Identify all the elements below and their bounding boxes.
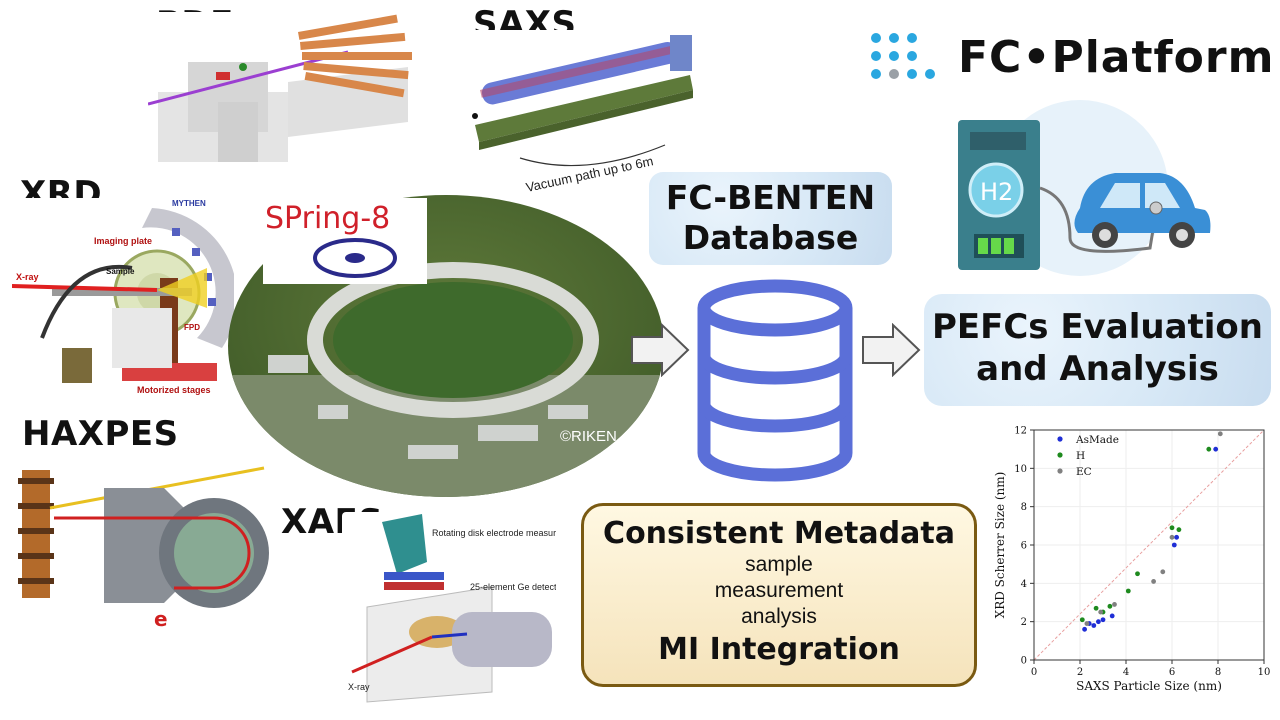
legend-label-ec: EC	[1076, 466, 1092, 478]
chart-point-ec	[1169, 534, 1175, 540]
chart-point-ec	[1098, 609, 1104, 615]
chart-point-asmade	[1213, 446, 1219, 452]
chart-x-tick-label: 6	[1169, 667, 1175, 678]
chart-y-axis-label: XRD Scherrer Size (nm)	[993, 472, 1007, 619]
xafs-ge-label: 25-element Ge detector	[470, 582, 556, 592]
chart-y-tick-label: 8	[1021, 502, 1027, 513]
chart-point-h	[1125, 588, 1131, 594]
chart-point-h	[1107, 603, 1113, 609]
chart-point-h	[1206, 446, 1212, 452]
chart-x-tick-label: 10	[1258, 667, 1271, 678]
xrd-xray-label: X-ray	[16, 272, 39, 282]
database-icon	[694, 278, 856, 483]
chart-y-tick-label: 4	[1021, 579, 1027, 590]
chart-point-asmade	[1082, 626, 1087, 632]
chart-point-asmade	[1091, 623, 1097, 628]
haxpes-instrument-image: e	[14, 458, 272, 628]
chart-y-tick-label: 10	[1014, 464, 1027, 475]
xrd-fpd-label: FPD	[184, 323, 200, 332]
legend-marker-asmade	[1057, 436, 1063, 442]
pefc-line1: PEFCs Evaluation	[931, 307, 1263, 347]
chart-point-ec	[1112, 602, 1117, 607]
legend-label-asmade: AsMade	[1075, 434, 1119, 446]
xafs-xray-label: X-ray	[348, 682, 370, 692]
saxs-instrument-image: Vacuum path up to 6m	[465, 30, 697, 198]
label-haxpes: HAXPES	[22, 414, 179, 454]
arrow-to-database	[630, 322, 690, 378]
legend-marker-ec	[1057, 468, 1063, 474]
xrd-stages-label: Motorized stages	[137, 385, 211, 395]
chart-diagonal-line	[1033, 429, 1265, 661]
fc-platform-logo: FC•Platform	[868, 30, 1273, 84]
xrd-mythen-label: MYTHEN	[172, 199, 206, 208]
metadata-footer: MI Integration	[658, 632, 900, 667]
chart-point-h	[1169, 525, 1175, 531]
chart-point-h	[1135, 571, 1140, 577]
chart-y-tick-label: 0	[1021, 656, 1027, 667]
legend-marker-h	[1057, 452, 1063, 458]
xrd-imaging-plate-label: Imaging plate	[94, 236, 152, 246]
chart-point-asmade	[1100, 617, 1106, 623]
hydrogen-car-illustration: H2	[930, 98, 1222, 288]
chart-y-tick-label: 12	[1014, 426, 1027, 437]
arrow-to-pefc	[861, 322, 921, 378]
haxpes-electron-label: e	[154, 607, 168, 628]
legend-label-h: H	[1076, 450, 1085, 462]
chart-point-ec	[1160, 569, 1166, 575]
chart-x-tick-label: 4	[1123, 667, 1129, 678]
benten-line1: FC-BENTEN	[665, 178, 876, 217]
chart-x-tick-label: 2	[1077, 667, 1083, 678]
chart-y-tick-label: 6	[1021, 541, 1027, 552]
chart-point-asmade	[1109, 613, 1115, 619]
chart-x-tick-label: 0	[1031, 667, 1037, 678]
h2-label: H2	[980, 178, 1013, 206]
saxs-caption: Vacuum path up to 6m	[525, 153, 655, 195]
chart-point-ec	[1084, 621, 1090, 626]
benten-line2: Database	[682, 218, 859, 257]
riken-credit: ©RIKEN	[560, 428, 617, 445]
chart-point-h	[1093, 605, 1099, 611]
xrd-sample-label: Sample	[106, 267, 135, 276]
chart-point-ec	[1151, 579, 1156, 584]
metadata-item-measurement: measurement	[714, 579, 844, 602]
pefc-line2: and Analysis	[976, 349, 1219, 389]
pdf-instrument-image	[148, 12, 420, 172]
spring8-logo-text: SPring-8	[265, 201, 390, 236]
chart-point-h	[1079, 617, 1085, 623]
chart-point-asmade	[1096, 619, 1101, 625]
xafs-instrument-image: Rotating disk electrode measurement syst…	[342, 512, 556, 704]
chart-point-h	[1176, 527, 1182, 533]
benten-database-box: FC-BENTEN Database	[649, 172, 892, 265]
pefc-evaluation-box: PEFCs Evaluation and Analysis	[924, 294, 1271, 406]
metadata-item-sample: sample	[745, 553, 813, 576]
consistent-metadata-box: Consistent Metadata sample measurement a…	[581, 503, 977, 687]
chart-x-tick-label: 8	[1215, 667, 1221, 678]
metadata-item-analysis: analysis	[741, 605, 817, 628]
xrd-instrument-image: MYTHEN Imaging plate Sample X-ray FPD Mo…	[12, 198, 234, 396]
fc-platform-name: FC•Platform	[958, 32, 1275, 83]
chart-point-asmade	[1171, 542, 1177, 548]
xafs-rde-label: Rotating disk electrode measurement syst…	[432, 528, 556, 538]
chart-y-tick-label: 2	[1021, 617, 1027, 628]
spring8-logo: SPring-8	[263, 198, 427, 284]
chart-point-asmade	[1174, 534, 1179, 540]
chart-x-axis-label: SAXS Particle Size (nm)	[1076, 679, 1222, 693]
metadata-title: Consistent Metadata	[603, 516, 955, 551]
chart-point-ec	[1217, 431, 1223, 437]
